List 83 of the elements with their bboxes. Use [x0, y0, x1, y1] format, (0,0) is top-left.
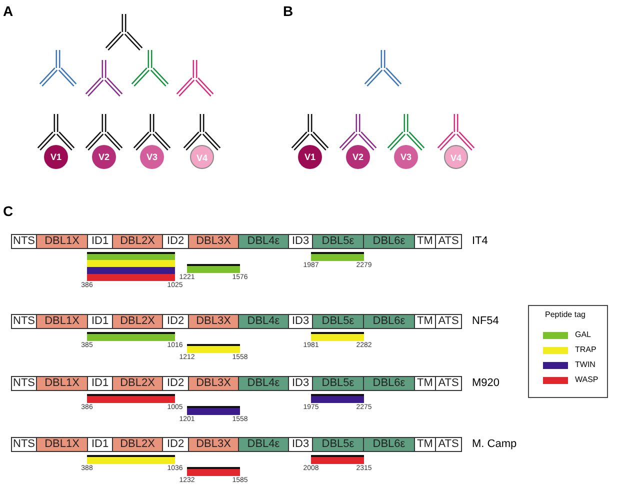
- domain-box: ATS: [435, 234, 462, 249]
- peptide-tag-bar: [87, 260, 175, 267]
- domain-box: DBL6ε: [363, 234, 415, 249]
- panel-letter: B: [283, 3, 294, 19]
- domain-box: ID1: [87, 376, 113, 391]
- domain-box: DBL1X: [36, 437, 88, 452]
- legend-text: TRAP: [575, 345, 596, 354]
- domain-box: DBL6ε: [363, 376, 415, 391]
- variant-circle: V2: [346, 145, 370, 169]
- variant-circle: V2: [92, 145, 116, 169]
- peptide-tag-bar: [311, 394, 364, 403]
- peptide-tag-bar: [87, 455, 175, 464]
- peptide-tag-bar: [187, 344, 240, 353]
- domain-box: DBL1X: [36, 376, 88, 391]
- legend-title: Peptide tag: [545, 310, 586, 319]
- domain-box: NTS: [11, 437, 37, 452]
- domain-box: NTS: [11, 234, 37, 249]
- peptide-tag-bar: [311, 332, 364, 341]
- domain-box: ATS: [435, 437, 462, 452]
- peptide-tag-bar: [187, 467, 240, 476]
- domain-box: ID1: [87, 234, 113, 249]
- variant-circle: V1: [298, 145, 322, 169]
- domain-box: ID3: [288, 234, 313, 249]
- domain-box: TM: [414, 376, 436, 391]
- domain-box: TM: [414, 437, 436, 452]
- domain-box: ATS: [435, 314, 462, 329]
- domain-box: DBL2X: [112, 376, 163, 391]
- domain-box: TM: [414, 234, 436, 249]
- domain-box: DBL1X: [36, 314, 88, 329]
- domain-box: NTS: [11, 314, 37, 329]
- domain-box: DBL4ε: [238, 234, 289, 249]
- domain-box: ID3: [288, 376, 313, 391]
- panel-letter: A: [3, 3, 14, 19]
- domain-box: DBL1X: [36, 234, 88, 249]
- domain-box: ATS: [435, 376, 462, 391]
- panel-letter: C: [3, 203, 14, 219]
- variant-circle: V3: [394, 145, 418, 169]
- domain-box: ID2: [162, 314, 189, 329]
- variant-circle: V4: [444, 145, 468, 169]
- strain-name: NF54: [472, 315, 499, 327]
- domain-box: TM: [414, 314, 436, 329]
- peptide-tag-bar: [87, 252, 175, 260]
- peptide-tag-bar: [187, 264, 240, 273]
- domain-box: ID1: [87, 437, 113, 452]
- domain-box: DBL3X: [188, 437, 239, 452]
- domain-box: DBL4ε: [238, 437, 289, 452]
- domain-box: DBL2X: [112, 437, 163, 452]
- peptide-tag-bar: [87, 267, 175, 274]
- peptide-tag-bar: [187, 406, 240, 415]
- legend-text: TWIN: [575, 360, 596, 369]
- domain-box: ID2: [162, 437, 189, 452]
- domain-box: DBL6ε: [363, 437, 415, 452]
- legend-text: WASP: [575, 375, 598, 384]
- strain-name: M920: [472, 377, 500, 389]
- domain-box: DBL5ε: [312, 376, 364, 391]
- domain-box: DBL4ε: [238, 376, 289, 391]
- domain-box: ID1: [87, 314, 113, 329]
- domain-box: ID2: [162, 376, 189, 391]
- domain-box: ID2: [162, 234, 189, 249]
- strain-name: M. Camp: [472, 438, 517, 450]
- domain-box: DBL3X: [188, 234, 239, 249]
- peptide-tag-bar: [87, 274, 175, 281]
- peptide-tag-bar: [311, 252, 364, 261]
- variant-circle: V3: [140, 145, 164, 169]
- domain-box: DBL3X: [188, 376, 239, 391]
- strain-name: IT4: [472, 235, 488, 247]
- domain-box: ID3: [288, 314, 313, 329]
- peptide-tag-bar: [87, 332, 175, 341]
- variant-circle: V4: [190, 145, 214, 169]
- domain-box: DBL6ε: [363, 314, 415, 329]
- domain-box: DBL5ε: [312, 437, 364, 452]
- domain-box: DBL5ε: [312, 314, 364, 329]
- domain-box: DBL4ε: [238, 314, 289, 329]
- domain-box: DBL3X: [188, 314, 239, 329]
- domain-box: NTS: [11, 376, 37, 391]
- domain-box: DBL2X: [112, 314, 163, 329]
- peptide-tag-bar: [87, 394, 175, 403]
- variant-circle: V1: [44, 145, 68, 169]
- domain-box: DBL5ε: [312, 234, 364, 249]
- domain-box: DBL2X: [112, 234, 163, 249]
- legend-text: GAL: [575, 330, 592, 339]
- peptide-tag-bar: [311, 455, 364, 464]
- domain-box: ID3: [288, 437, 313, 452]
